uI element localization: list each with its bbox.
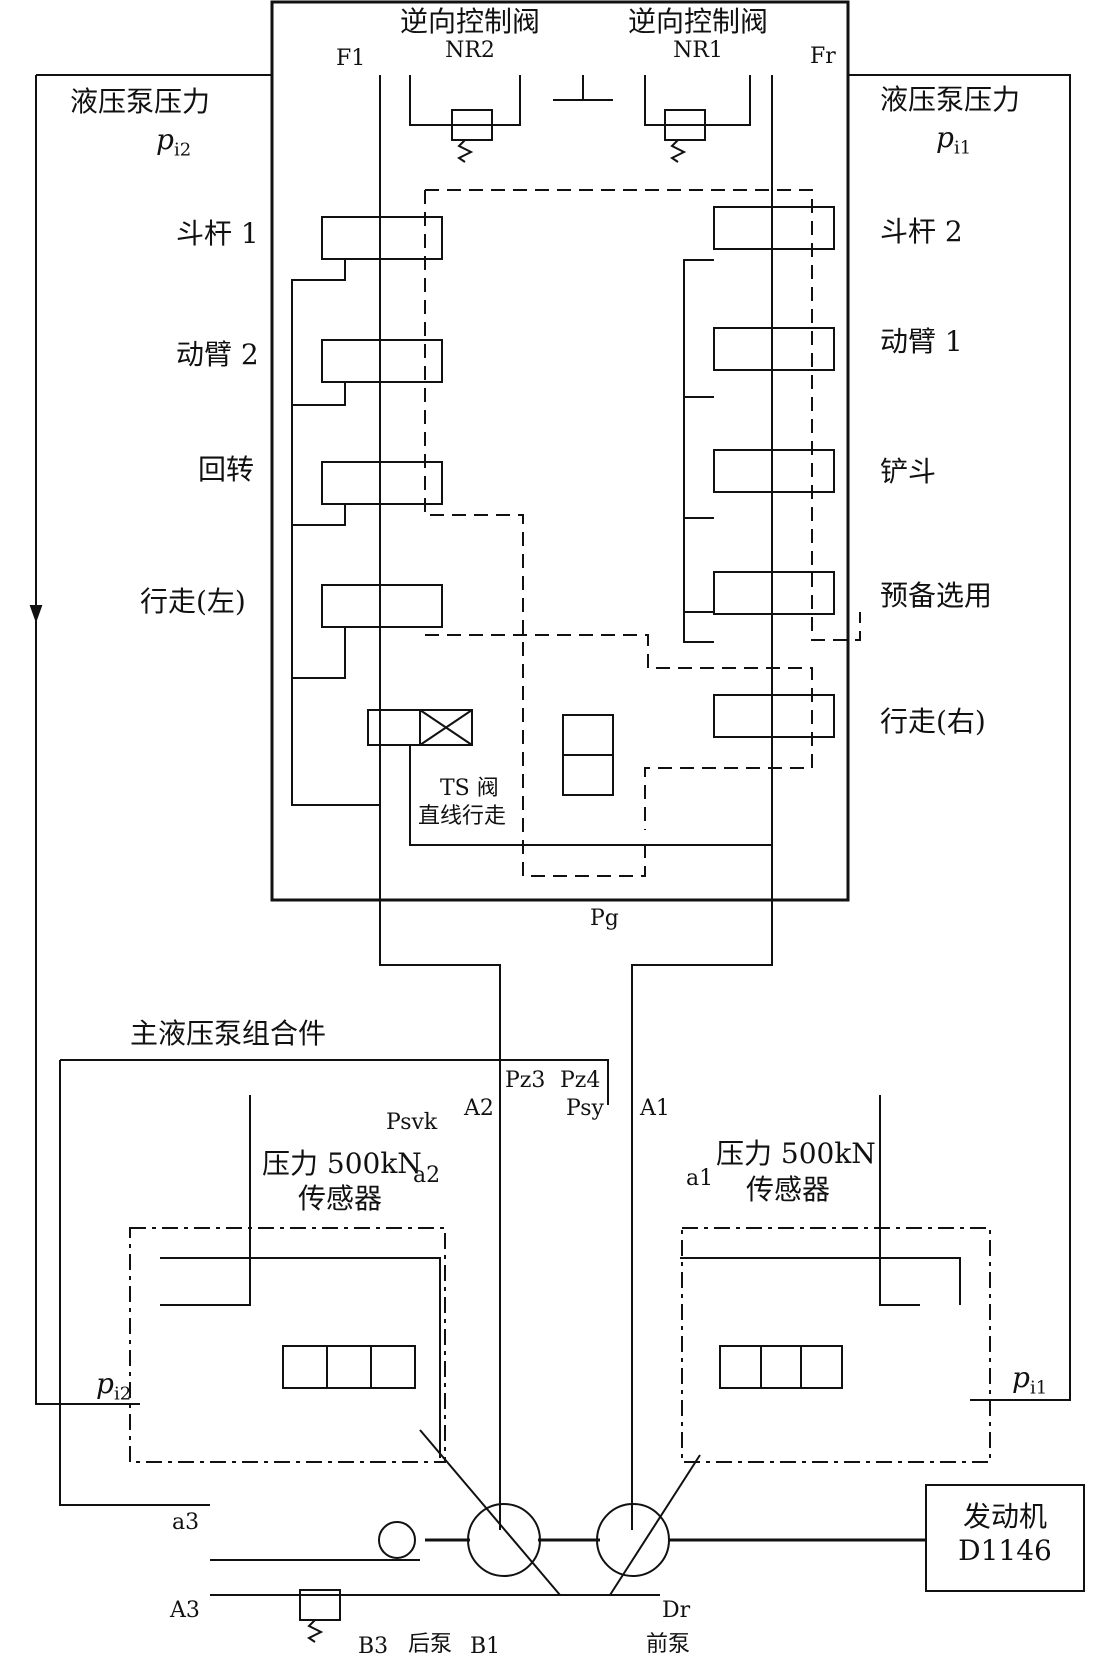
spool-xingzou-left xyxy=(321,584,443,628)
pilot-line-right xyxy=(848,74,1071,1401)
spool-label-dongbi-1: 动臂 1 xyxy=(880,325,963,358)
spool-dongbi-1 xyxy=(713,327,835,371)
spool-dougan-2 xyxy=(713,206,835,250)
regulator-left-box xyxy=(129,1227,446,1463)
gear-pump xyxy=(378,1521,416,1559)
ts-valve-symbol xyxy=(562,714,614,796)
nr1-valve-code: NR1 xyxy=(673,38,723,63)
port-a1-lower: a1 xyxy=(686,1166,714,1191)
spool-label-xingzou-left: 行走(左) xyxy=(140,585,246,618)
regulator-right-box xyxy=(681,1227,991,1463)
engine-block: 发动机 D1146 xyxy=(925,1484,1085,1592)
port-a1: A1 xyxy=(640,1096,670,1121)
sensor-left-line2: 传感器 xyxy=(298,1182,383,1215)
pump-assembly-boundary xyxy=(60,1059,609,1105)
port-psvk: Psvk xyxy=(386,1110,438,1135)
port-a2-lower: a2 xyxy=(413,1163,441,1188)
right-parallel-passage xyxy=(683,259,714,643)
travel-switch-block xyxy=(367,709,473,746)
spool-huizhuan xyxy=(321,461,443,505)
pump-pressure-left-label: 液压泵压力 xyxy=(70,85,211,118)
ts-valve-label: TS 阀 xyxy=(440,776,499,801)
pilot-dashed-loop xyxy=(424,189,861,877)
pump-assembly-title: 主液压泵组合件 xyxy=(130,1017,327,1050)
front-pump-label: 前泵 xyxy=(646,1632,691,1657)
port-pz3: Pz3 xyxy=(505,1068,546,1093)
sensor-right-line2: 传感器 xyxy=(746,1173,831,1206)
spool-label-huizhuan: 回转 xyxy=(198,453,255,486)
tank-top xyxy=(553,75,613,101)
sensor-left-line1: 压力 500kN xyxy=(262,1147,422,1180)
spool-label-dougan-2: 斗杆 2 xyxy=(880,215,963,248)
pi2-label: pi2 xyxy=(96,1367,132,1405)
nr1-valve-title: 逆向控制阀 xyxy=(627,5,769,38)
supply-line-f1 xyxy=(379,75,501,1530)
port-f1: F1 xyxy=(336,46,366,71)
port-a3-upper: A3 xyxy=(170,1598,200,1623)
engine-model: D1146 xyxy=(958,1534,1052,1567)
port-dr: Dr xyxy=(662,1598,691,1623)
pump-assembly-lines xyxy=(59,1060,961,1596)
rear-pump-label: 后泵 xyxy=(408,1632,453,1657)
nr2-valve-code: NR2 xyxy=(445,38,495,63)
regulator-right-valve xyxy=(719,1345,843,1389)
spool-label-dongbi-2: 动臂 2 xyxy=(176,338,259,371)
ts-return-line xyxy=(409,745,772,846)
port-pz4: Pz4 xyxy=(560,1068,601,1093)
pi1-label: pi1 xyxy=(1012,1361,1048,1399)
port-fr: Fr xyxy=(810,44,836,69)
spool-yubei xyxy=(713,571,835,615)
front-pump xyxy=(596,1503,670,1577)
spool-label-xingzou-right: 行走(右) xyxy=(880,705,986,738)
regulator-left-valve xyxy=(282,1345,416,1389)
spool-label-chandou: 铲斗 xyxy=(880,455,937,488)
nr2-valve-title: 逆向控制阀 xyxy=(399,5,541,38)
port-b1: B1 xyxy=(470,1634,501,1659)
pressure-relief xyxy=(299,1589,341,1643)
pump-pressure-right-symbol: pi1 xyxy=(936,121,972,159)
valve-block-outline xyxy=(270,0,850,902)
pump-pressure-left-symbol: pi2 xyxy=(156,123,192,161)
spool-label-yubei: 预备选用 xyxy=(880,579,993,612)
nr1-valve xyxy=(644,75,751,163)
ts-valve-sublabel: 直线行走 xyxy=(418,804,507,829)
spool-xingzou-right xyxy=(713,694,835,738)
spool-dongbi-2 xyxy=(321,339,443,383)
pump-control-links xyxy=(419,1429,701,1596)
supply-line-fr xyxy=(631,75,773,1530)
port-a3-lower: a3 xyxy=(172,1510,200,1535)
spool-label-dougan-1: 斗杆 1 xyxy=(176,217,259,250)
port-pg: Pg xyxy=(590,906,619,931)
spool-dougan-1 xyxy=(321,216,443,260)
port-a2: A2 xyxy=(464,1096,494,1121)
pilot-line-left xyxy=(35,74,272,1405)
rear-pump xyxy=(467,1503,541,1577)
sensor-right-line1: 压力 500kN xyxy=(716,1137,876,1170)
pump-pressure-right-label: 液压泵压力 xyxy=(880,83,1021,116)
spool-chandou xyxy=(713,449,835,493)
left-parallel-passage xyxy=(291,259,380,806)
engine-label: 发动机 xyxy=(962,1500,1047,1533)
port-psy: Psy xyxy=(566,1096,604,1121)
nr2-valve xyxy=(409,75,521,163)
port-b3: B3 xyxy=(358,1634,389,1659)
